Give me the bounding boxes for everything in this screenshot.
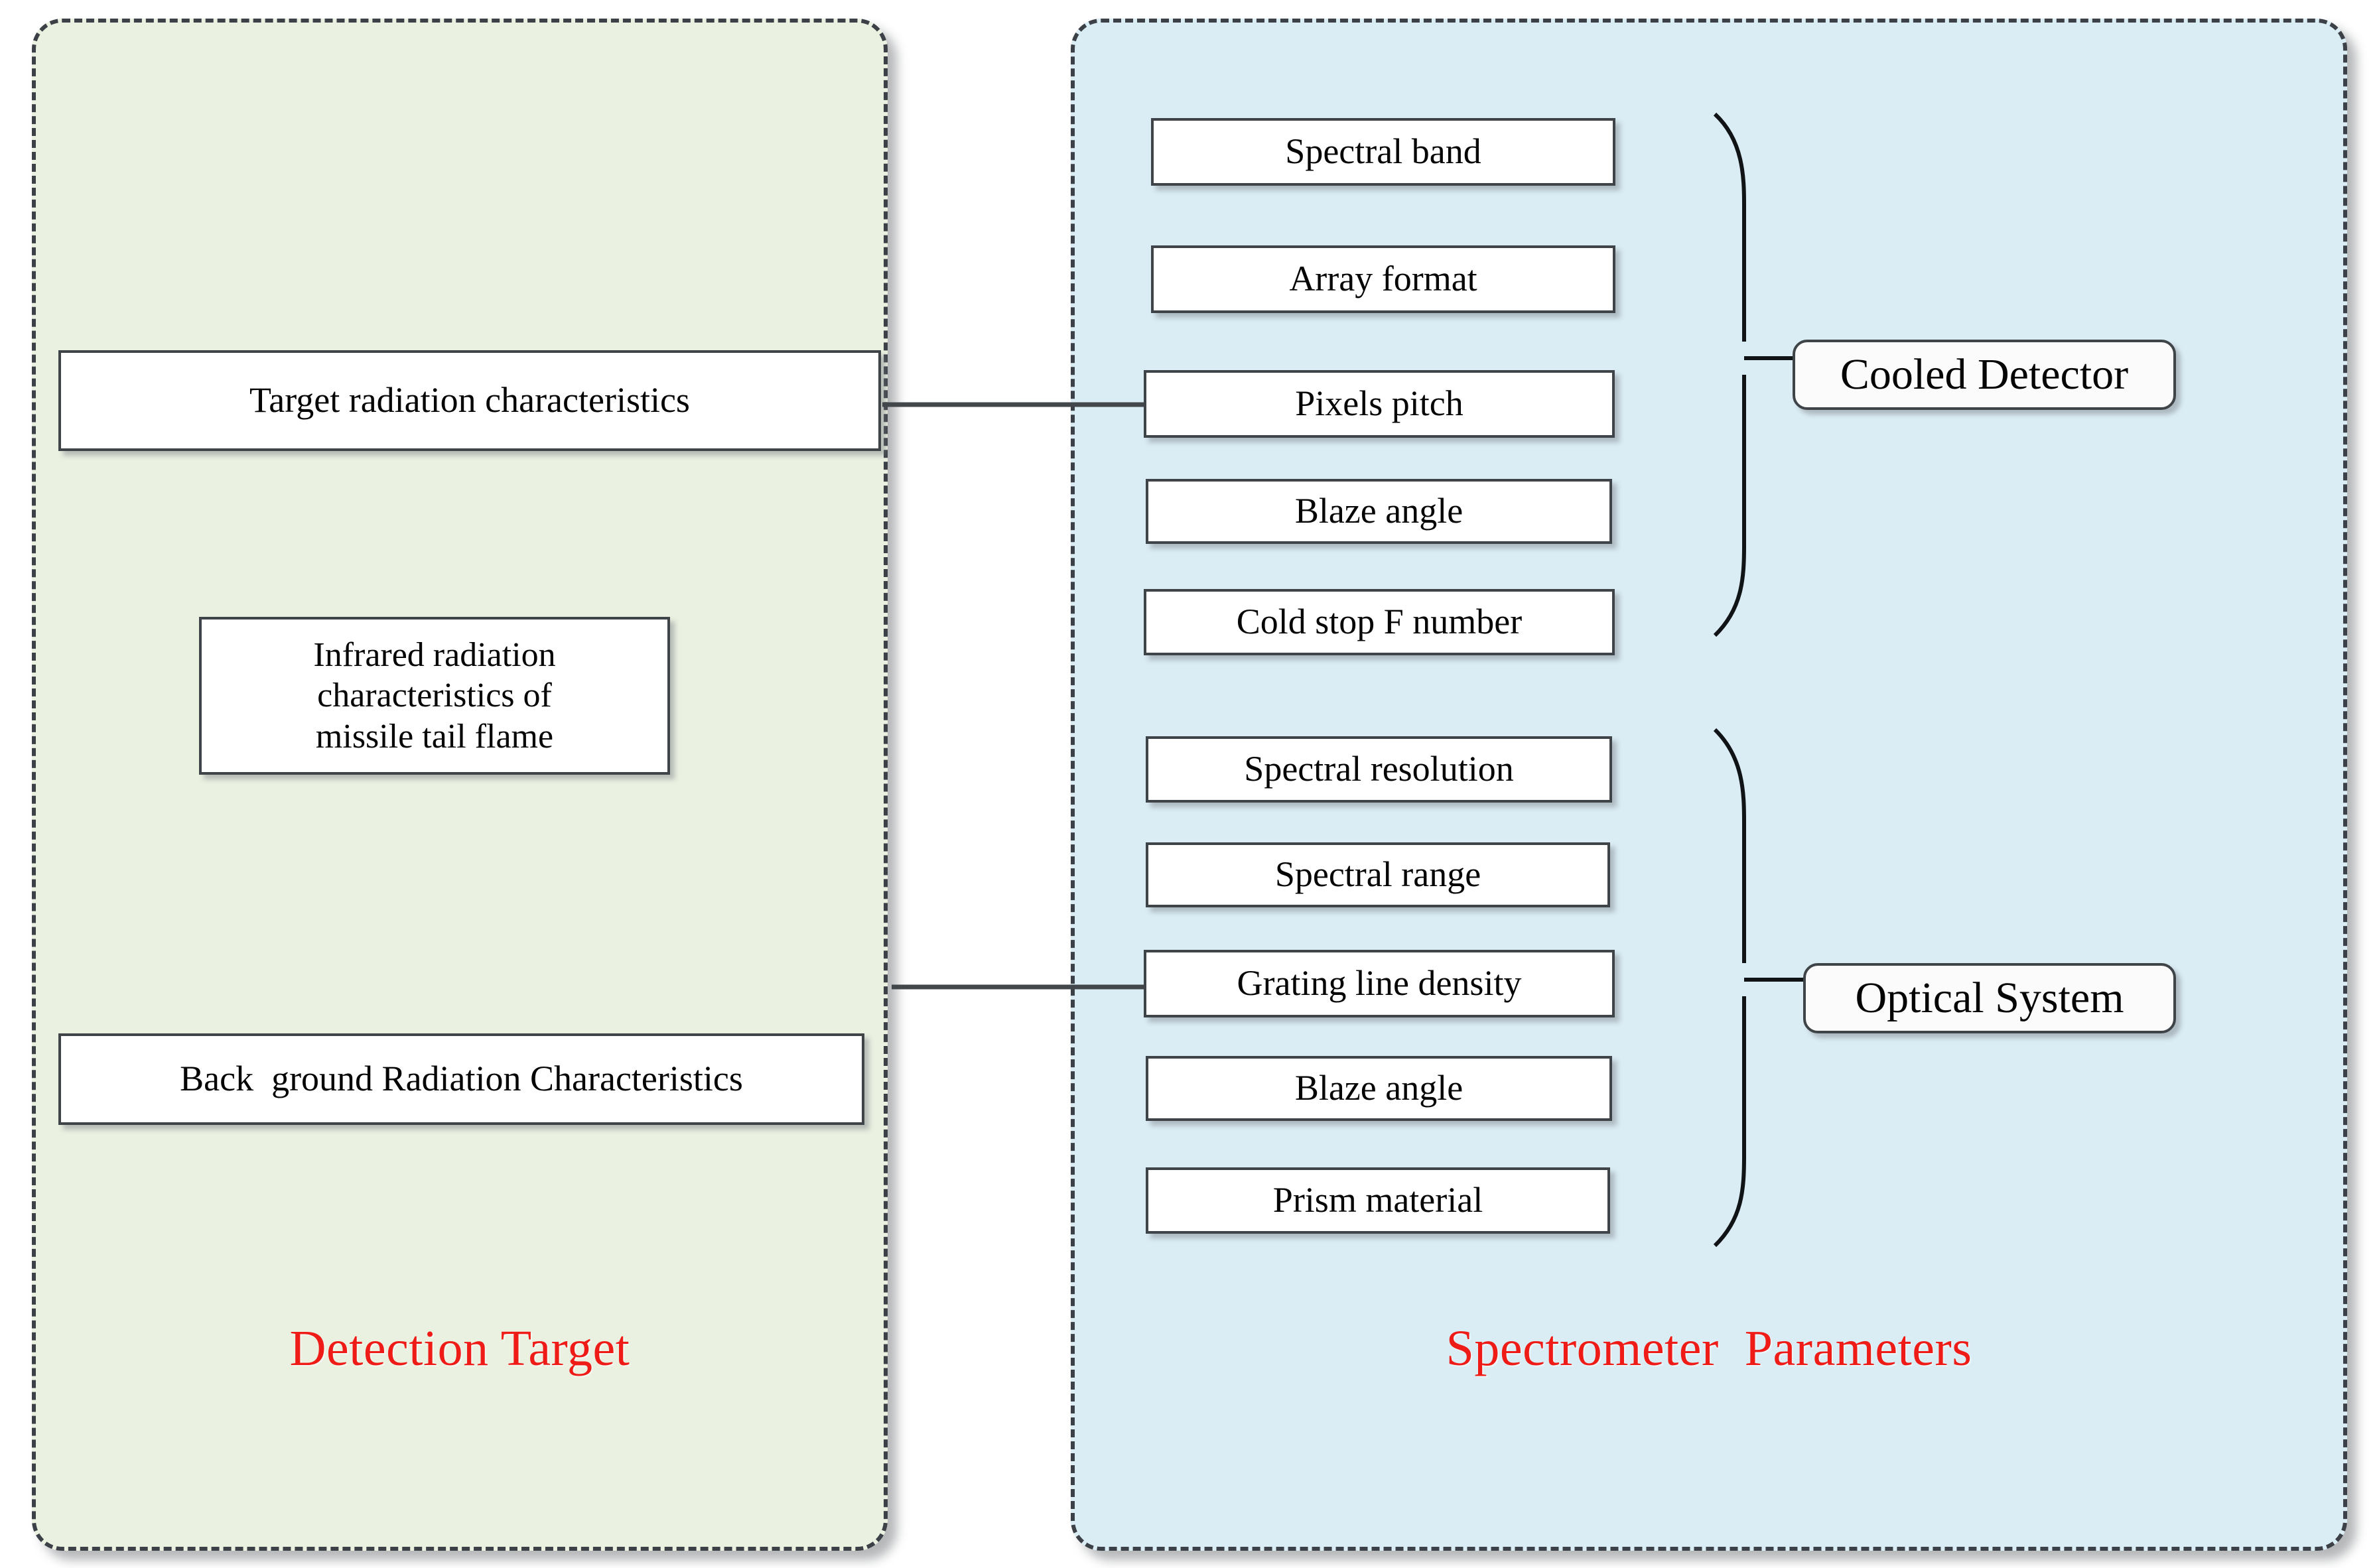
panel-caption-spectrometer-parameters: Spectrometer Parameters — [1446, 1321, 1972, 1376]
box-label: Back ground Radiation Characteristics — [180, 1059, 743, 1099]
box-pixels-pitch[interactable]: Pixels pitch — [1144, 370, 1615, 438]
brace-optics-lower-arm — [1713, 996, 1746, 1248]
box-cold-stop-f-number[interactable]: Cold stop F number — [1144, 589, 1615, 655]
box-label: Blaze angle — [1294, 491, 1463, 531]
box-label: Target radiation characteristics — [249, 380, 690, 421]
box-array-format[interactable]: Array format — [1151, 245, 1615, 313]
box-label: Spectral band — [1285, 131, 1481, 172]
box-blaze-angle-optics[interactable]: Blaze angle — [1146, 1056, 1612, 1121]
box-spectral-resolution[interactable]: Spectral resolution — [1146, 736, 1612, 803]
brace-detector-upper-arm — [1713, 112, 1746, 342]
brace-detector-lower-arm — [1713, 375, 1746, 637]
box-label: Prism material — [1272, 1180, 1483, 1220]
box-label: Spectral resolution — [1244, 749, 1514, 789]
pill-label: Cooled Detector — [1840, 350, 2129, 399]
box-background-radiation-characteristics[interactable]: Back ground Radiation Characteristics — [58, 1033, 864, 1125]
box-blaze-angle-detector[interactable]: Blaze angle — [1146, 479, 1612, 544]
box-label: Spectral range — [1274, 854, 1481, 895]
group-label-optical-system[interactable]: Optical System — [1803, 963, 2176, 1033]
panel-detection-target — [32, 19, 888, 1551]
box-label: Blaze angle — [1294, 1068, 1463, 1108]
box-label: Grating line density — [1237, 963, 1522, 1004]
box-label: Pixels pitch — [1295, 383, 1463, 424]
box-infrared-radiation-missile-tail-flame[interactable]: Infrared radiation characteristics of mi… — [199, 617, 670, 775]
box-label: Array format — [1289, 259, 1477, 299]
box-spectral-band[interactable]: Spectral band — [1151, 118, 1615, 186]
group-label-cooled-detector[interactable]: Cooled Detector — [1793, 340, 2176, 410]
box-label-line-1: Infrared radiation — [313, 635, 556, 674]
box-label-line-2: characteristics of — [317, 677, 552, 715]
panel-caption-detection-target: Detection Target — [289, 1321, 630, 1376]
box-prism-material[interactable]: Prism material — [1146, 1167, 1610, 1234]
pill-label: Optical System — [1855, 974, 2124, 1022]
box-target-radiation-characteristics[interactable]: Target radiation characteristics — [58, 350, 881, 451]
box-label-line-3: missile tail flame — [315, 717, 554, 755]
box-grating-line-density[interactable]: Grating line density — [1144, 950, 1615, 1017]
box-label: Cold stop F number — [1236, 602, 1523, 642]
brace-optics-upper-arm — [1713, 728, 1746, 963]
box-spectral-range[interactable]: Spectral range — [1146, 842, 1610, 907]
